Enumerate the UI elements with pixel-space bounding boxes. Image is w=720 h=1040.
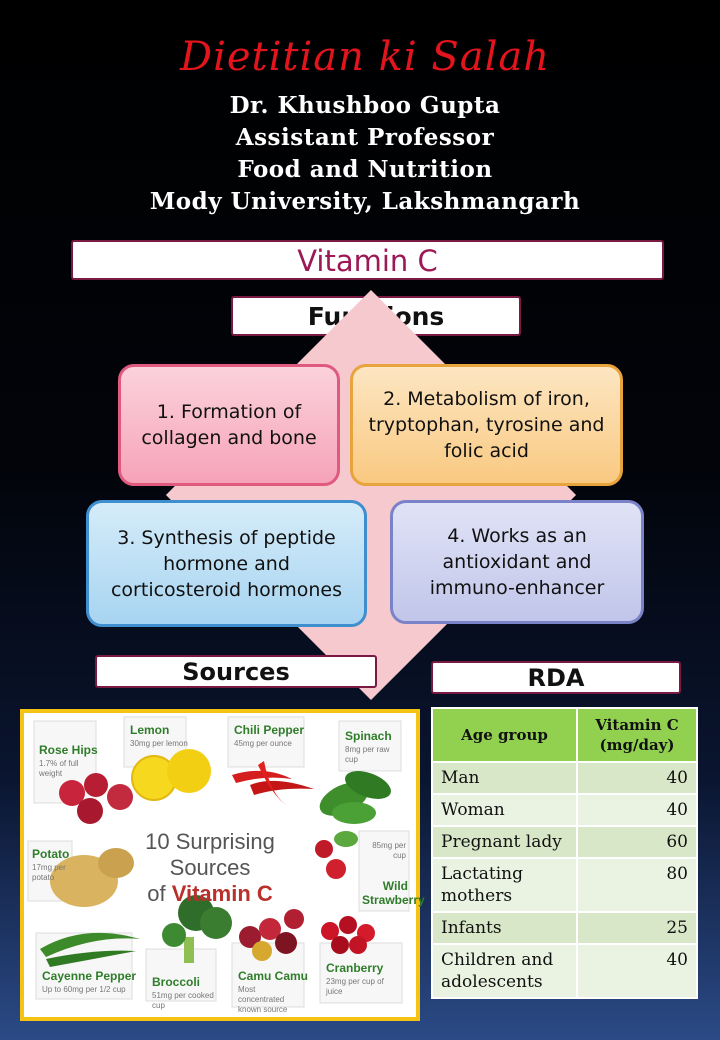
cayenne-pepper-icon bbox=[40, 932, 140, 967]
food-label-lemon: Lemon bbox=[130, 723, 170, 737]
rda-heading: RDA bbox=[431, 661, 681, 694]
strawberry-icon bbox=[315, 831, 358, 879]
lemon-icon bbox=[131, 749, 211, 801]
chili-pepper-icon bbox=[232, 761, 314, 805]
rda-value: 80 bbox=[576, 857, 698, 913]
function-text: 1. Formation of collagen and bone bbox=[141, 401, 317, 449]
food-note-rose-hips: 1.7% of full weight bbox=[39, 759, 79, 778]
sources-heading-line2: of Vitamin C bbox=[110, 881, 310, 907]
rose-hips-icon bbox=[59, 773, 133, 824]
rda-col-age: Age group bbox=[431, 707, 578, 763]
food-note-broccoli: 51mg per cooked cup bbox=[152, 991, 214, 1010]
rda-group: Infants bbox=[431, 911, 578, 945]
rda-value: 25 bbox=[576, 911, 698, 945]
author-designation: Assistant Professor bbox=[235, 124, 495, 151]
sources-center-heading: 10 Surprising Sources of Vitamin C bbox=[110, 829, 310, 907]
food-label-chili-pepper: Chili Pepper bbox=[234, 723, 305, 737]
potato-icon bbox=[50, 848, 134, 907]
food-label-wild-strawberry: Wild Strawberry bbox=[362, 879, 425, 907]
rda-group: Children and adolescents bbox=[431, 943, 578, 999]
rda-header-row: Age group Vitamin C (mg/day) bbox=[431, 707, 698, 763]
food-note-spinach: 8mg per raw cup bbox=[345, 745, 390, 764]
food-label-broccoli: Broccoli bbox=[152, 975, 201, 989]
function-box-2: 2. Metabolism of iron, tryptophan, tyros… bbox=[350, 364, 623, 486]
sources-illustration bbox=[27, 716, 410, 1008]
rda-group: Lactating mothers bbox=[431, 857, 578, 913]
food-note-chili-pepper: 45mg per ounce bbox=[234, 739, 292, 748]
rda-group: Pregnant lady bbox=[431, 825, 578, 859]
rda-value: 40 bbox=[576, 761, 698, 795]
function-text: 2. Metabolism of iron, tryptophan, tyros… bbox=[368, 388, 605, 462]
food-label-spinach: Spinach bbox=[345, 729, 392, 743]
food-label-cayenne-pepper: Cayenne Pepper bbox=[42, 969, 137, 983]
food-label-cranberry: Cranberry bbox=[326, 961, 384, 975]
rda-value: 60 bbox=[576, 825, 698, 859]
sources-heading-of: of bbox=[147, 881, 166, 906]
sources-infographic: Rose Hips 1.7% of full weight Lemon 30mg… bbox=[20, 709, 425, 1021]
function-text: 3. Synthesis of peptide hormone and cort… bbox=[110, 526, 343, 601]
cranberry-icon bbox=[321, 916, 375, 954]
spinach-icon bbox=[319, 771, 391, 824]
food-label-potato: Potato bbox=[32, 847, 70, 861]
author-name: Dr. Khushboo Gupta bbox=[229, 92, 501, 119]
sources-heading: Sources bbox=[95, 655, 377, 688]
rda-group: Woman bbox=[431, 793, 578, 827]
functions-diamond-background bbox=[165, 289, 577, 701]
function-box-3: 3. Synthesis of peptide hormone and cort… bbox=[86, 500, 367, 627]
broccoli-icon bbox=[162, 895, 232, 963]
food-note-lemon: 30mg per lemon bbox=[130, 739, 188, 748]
camu-camu-icon bbox=[239, 909, 304, 961]
rda-col-vitc: Vitamin C (mg/day) bbox=[576, 707, 698, 763]
poster-title: Dietitian ki Salah bbox=[180, 34, 550, 80]
food-note-cranberry: 23mg per cup of juice bbox=[326, 977, 384, 996]
food-note-cayenne-pepper: Up to 60mg per 1/2 cup bbox=[42, 985, 126, 994]
food-note-wild-strawberry: 85mg per cup bbox=[372, 841, 406, 860]
food-note-camu-camu: Most concentrated known source bbox=[238, 985, 288, 1014]
function-text: 4. Works as an antioxidant and immuno-en… bbox=[429, 525, 605, 599]
topic-banner: Vitamin C bbox=[71, 240, 664, 280]
rda-value: 40 bbox=[576, 943, 698, 999]
sources-heading-line1: 10 Surprising Sources bbox=[145, 829, 275, 880]
sources-heading-vitamin: Vitamin C bbox=[171, 881, 273, 906]
food-label-rose-hips: Rose Hips bbox=[39, 743, 98, 757]
rda-group: Man bbox=[431, 761, 578, 795]
food-label-camu-camu: Camu Camu bbox=[238, 969, 309, 983]
author-department: Food and Nutrition bbox=[237, 156, 493, 183]
function-box-1: 1. Formation of collagen and bone bbox=[118, 364, 340, 486]
author-university: Mody University, Lakshmangarh bbox=[149, 188, 581, 215]
function-box-4: 4. Works as an antioxidant and immuno-en… bbox=[390, 500, 644, 624]
rda-value: 40 bbox=[576, 793, 698, 827]
food-note-potato: 17mg per potato bbox=[32, 863, 66, 882]
